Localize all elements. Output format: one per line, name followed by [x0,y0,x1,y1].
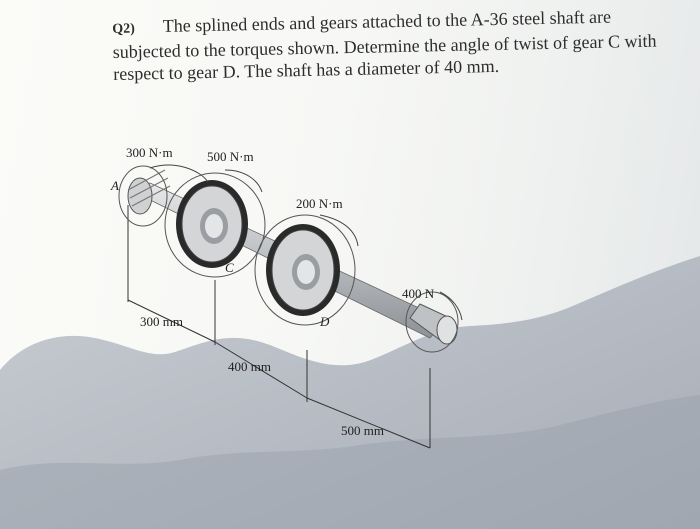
point-label-d: D [319,314,330,329]
torque-label-c: 500 N·m [207,149,254,164]
length-label-ac: 300 mm [140,314,183,329]
torque-arrows [149,164,463,321]
spline-end-right [405,291,459,353]
point-label-a: A [110,178,119,193]
gear-d [254,214,356,326]
gear-c [164,172,266,278]
length-label-cd: 400 mm [228,359,271,374]
torque-label-d: 200 N·m [296,196,343,211]
length-label-d-end: 500 mm [341,423,384,438]
point-label-c: C [225,260,234,275]
torque-label-end: 400 N [402,286,435,301]
spline-end-a [118,165,171,227]
torque-label-a: 300 N·m [126,145,173,160]
dimension-lines [127,205,431,449]
